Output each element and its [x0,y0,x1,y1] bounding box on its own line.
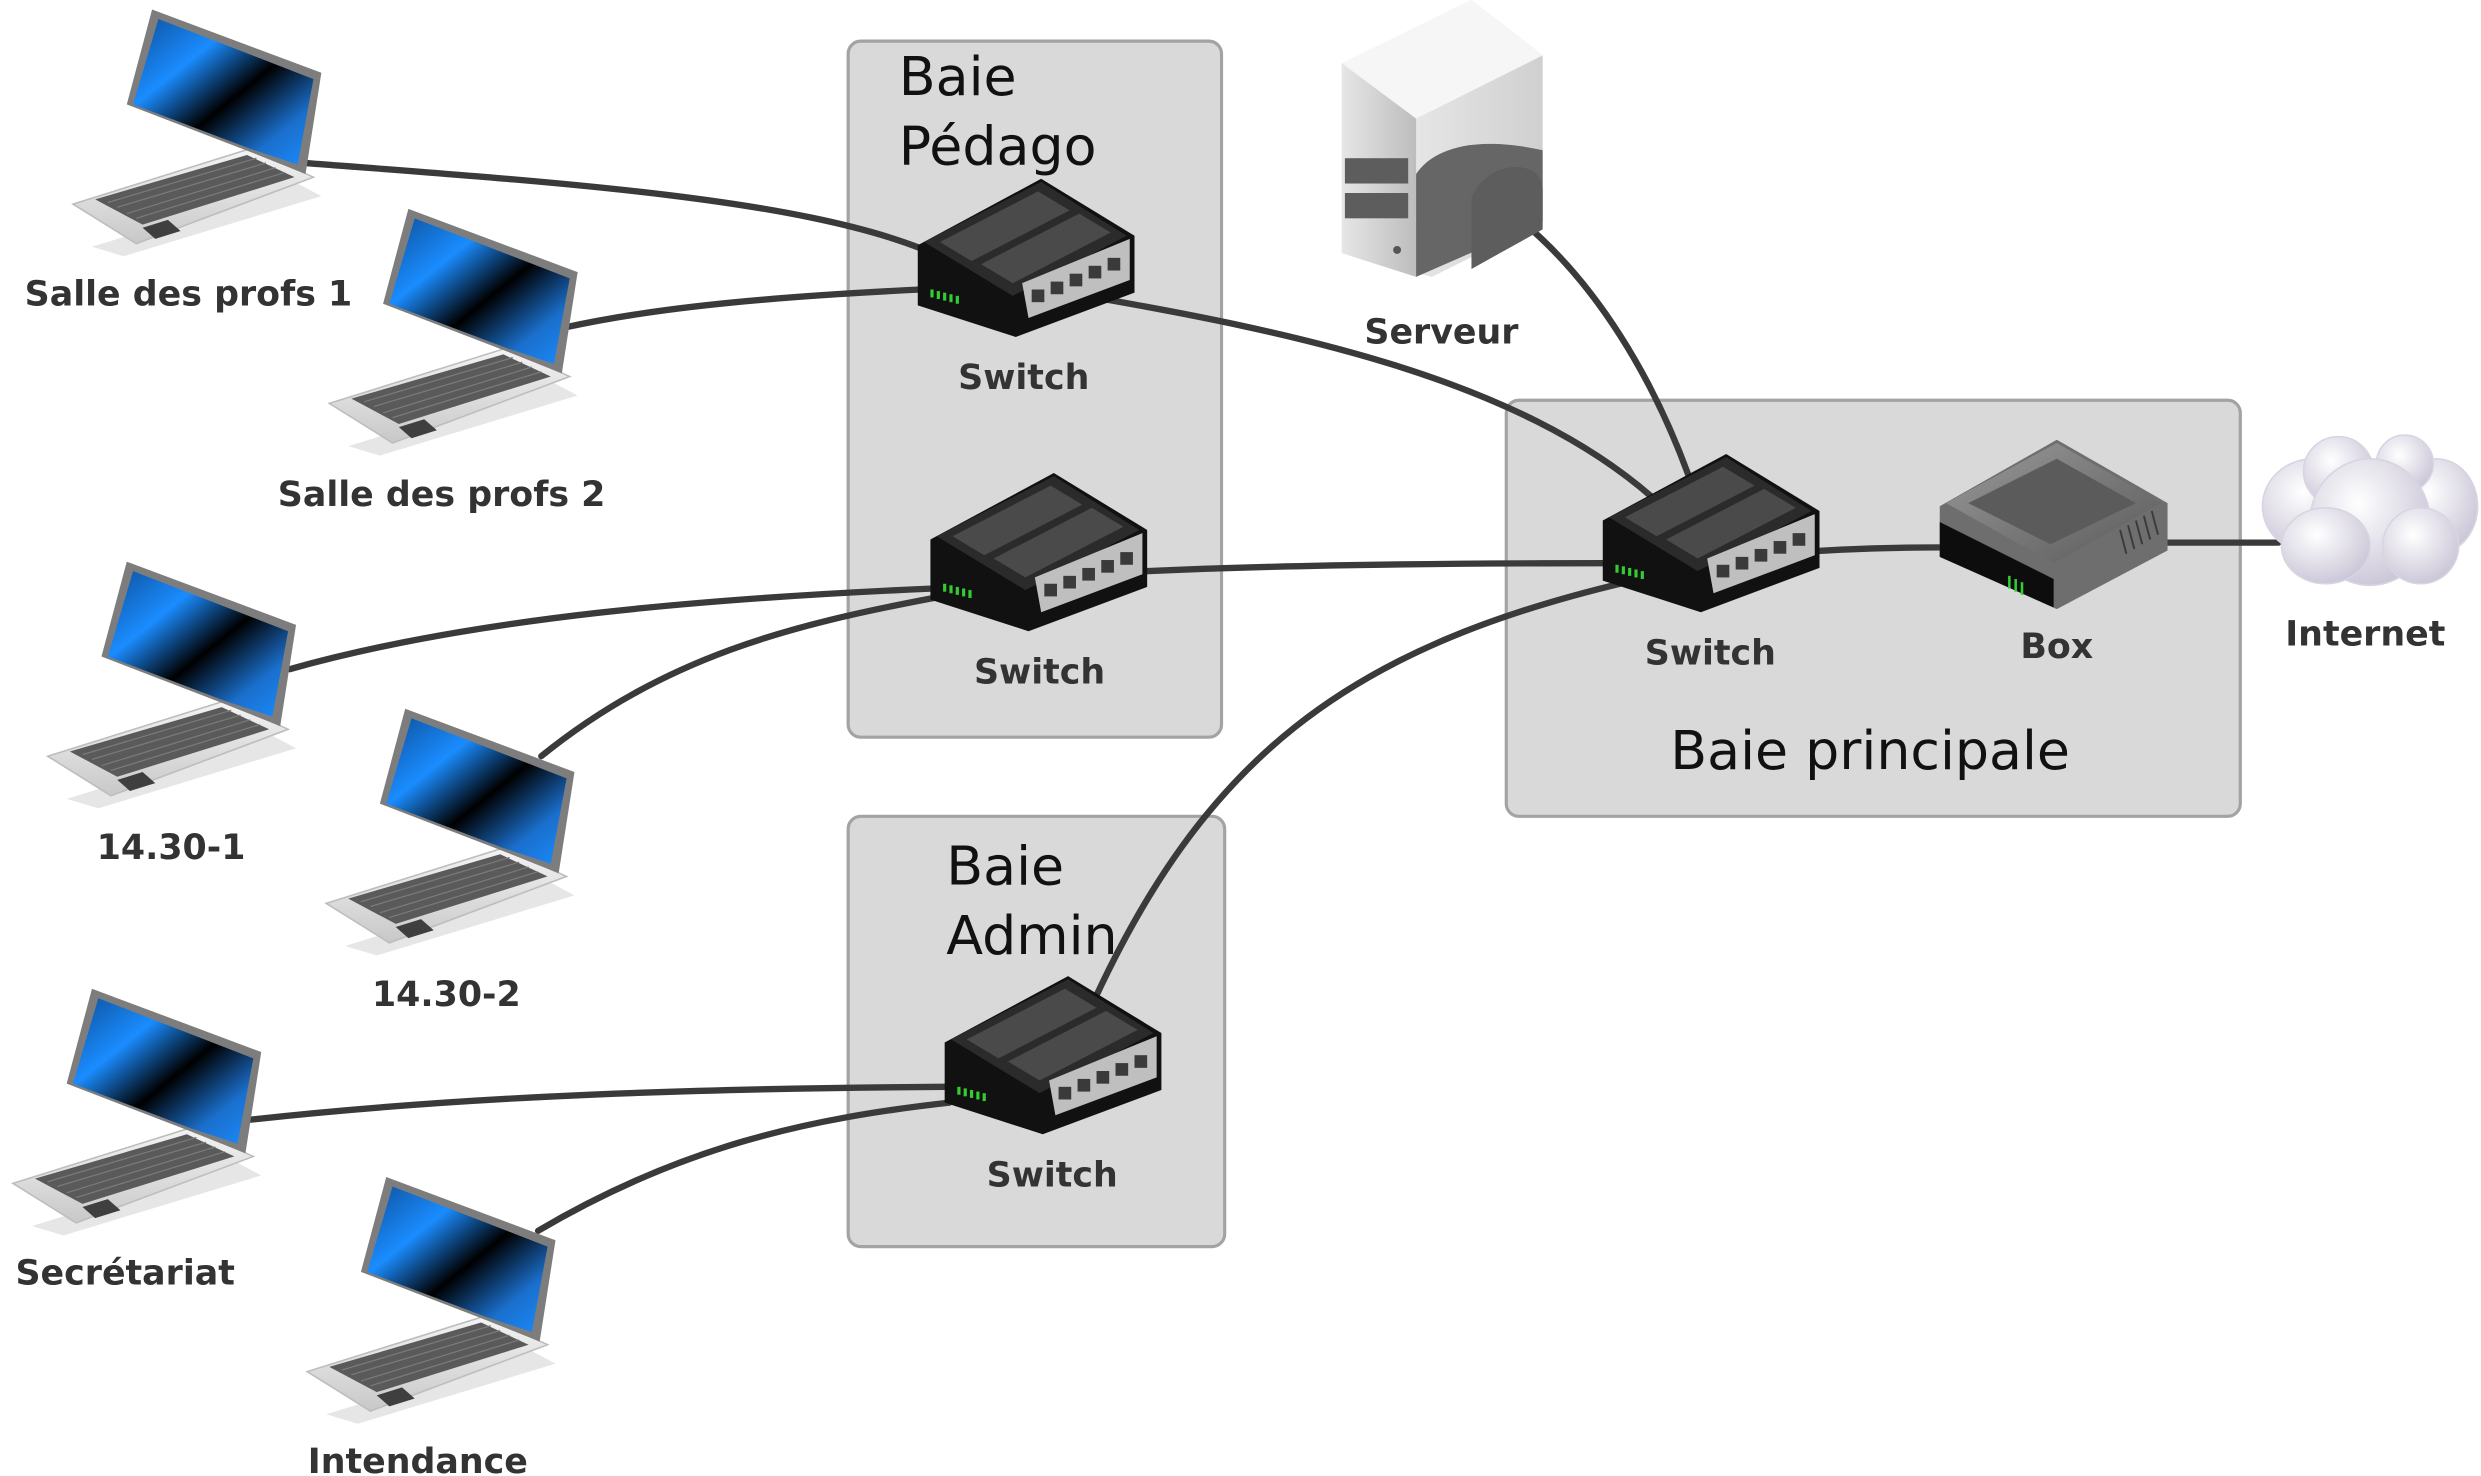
laptop-icon [46,560,297,810]
node-box[interactable]: Box [1939,439,2168,667]
node-switch-pedago-2[interactable]: Switch [930,473,1148,692]
node-intendance[interactable]: Intendance [306,1176,557,1476]
node-14-30-1[interactable]: 14.30-1 [46,560,297,868]
node-14-30-2[interactable]: 14.30-2 [325,707,576,1015]
node-label: Switch [1645,633,1776,673]
cable-secretariat-switch-admin [243,1083,950,1124]
rack-title-admin-line1: Baie [946,834,1064,897]
node-switch-pedago-1[interactable]: Switch [917,178,1135,398]
laptop-icon [306,1176,557,1425]
laptop-icon [328,208,579,457]
node-label: Switch [958,358,1089,398]
node-switch-main[interactable]: Switch [1602,454,1820,673]
cloud-icon [2261,434,2479,587]
cable-intendance-switch-admin [534,1099,953,1234]
laptop-icon [325,707,576,957]
cable-1430-1-switch-pedago2 [286,585,937,673]
rack-title-admin-line2: Admin [946,904,1117,967]
node-label: Salle des profs 1 [25,274,353,314]
node-label: Internet [2285,614,2445,654]
node-label: Switch [987,1155,1118,1195]
node-label: Intendance [308,1442,528,1476]
node-secretariat[interactable]: Secrétariat [12,987,263,1294]
router-icon [1939,439,2168,610]
cable-switch-pedago1-switch-main [1072,291,1657,502]
laptop-icon [12,987,263,1237]
node-label: Secrétariat [16,1254,235,1294]
cable-switch-pedago2-switch-main [1112,560,1610,576]
node-label: Serveur [1364,312,1519,352]
node-salle-des-profs-2[interactable]: Salle des profs 2 [278,208,606,515]
rack-title-pedago-line2: Pédago [899,115,1097,178]
cable-sdp1-switch-pedago1 [300,159,925,252]
node-label: 14.30-1 [97,828,246,868]
server-icon [1341,0,1543,277]
laptop-icon [72,8,323,258]
node-label: Switch [974,652,1105,692]
node-label: Salle des profs 2 [278,475,606,515]
node-internet[interactable]: Internet [2261,434,2479,654]
cables [243,159,2282,1234]
cable-switch-admin-switch-main [1085,579,1630,1016]
node-salle-des-profs-1[interactable]: Salle des profs 1 [25,8,353,314]
cable-sdp2-switch-pedago1 [561,286,925,331]
node-label: Box [2020,627,2093,667]
rack-title-pedago-line1: Baie [899,45,1017,108]
node-server[interactable]: Serveur [1341,0,1543,352]
node-label: 14.30-2 [372,975,521,1015]
node-switch-admin[interactable]: Switch [944,976,1162,1195]
cable-server-switch-main [1518,218,1692,478]
cable-1430-2-switch-pedago2 [538,594,937,760]
rack-title-principale: Baie principale [1670,719,2070,782]
